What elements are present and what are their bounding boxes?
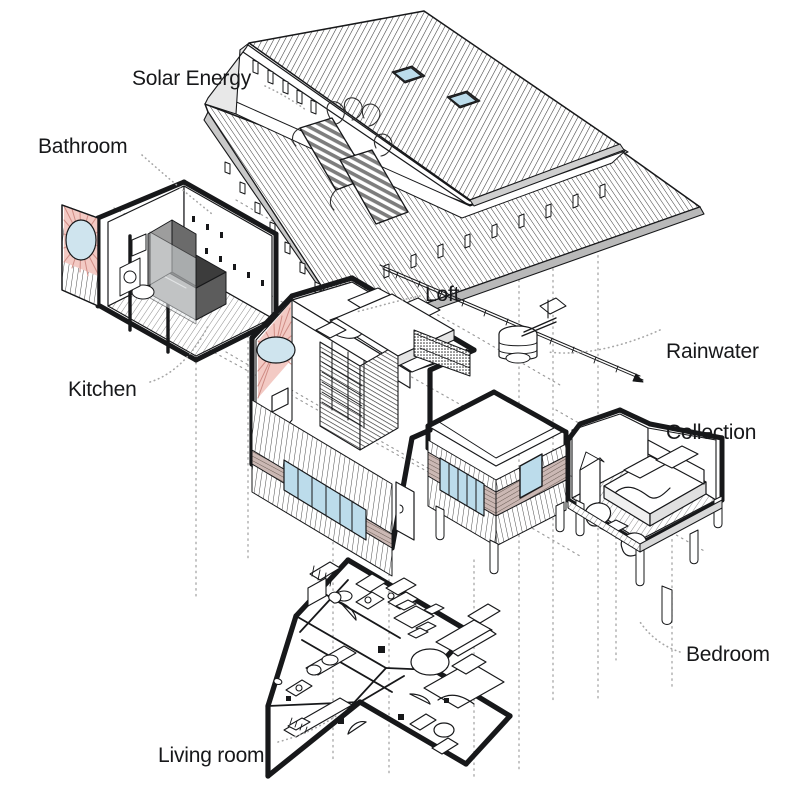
loft-module [249,275,477,577]
floor-plan [265,557,513,779]
label-bathroom: Bathroom [38,135,128,158]
leader-solar-energy [264,85,307,111]
leader-lines [141,85,681,743]
loft-window-band [283,459,367,541]
loft-stair [319,341,399,451]
label-living-room: Living room [158,744,265,767]
roof-assembly [203,10,705,383]
leader-bathroom [141,154,213,215]
leader-bedroom [639,621,681,653]
plan-bathroom-fixtures [307,561,387,610]
rainwater-barrel [498,297,567,364]
label-rainwater-line1: Rainwater [666,340,759,363]
plan-sofa [435,603,501,657]
plan-door-swing [339,601,431,735]
label-loft: Loft [425,283,460,306]
leader-rainwater [547,329,661,354]
clad-volume-module [425,389,569,575]
leader-loft [355,295,421,313]
clad-window-band [439,453,543,517]
leader-kitchen [149,325,209,383]
leader-livingroom [277,715,337,743]
skylight [391,65,481,109]
solar-pipe-loops [291,97,393,211]
plan-bedroom [409,653,505,755]
bed [603,439,707,527]
pier-support [435,501,565,575]
label-solar-energy: Solar Energy [132,67,251,90]
label-kitchen: Kitchen [68,378,137,401]
bedroom-module [565,407,725,625]
label-rainwater-collection: Rainwater Collection [666,284,759,500]
label-bedroom: Bedroom [686,643,770,666]
rain-gutter [379,264,644,383]
label-rainwater-line2: Collection [666,421,757,444]
plan-kitchen [385,577,419,610]
bathroom-kitchen-module [61,179,279,363]
plan-living [273,645,357,738]
solar-collector [299,117,409,225]
plan-dining [393,599,445,639]
